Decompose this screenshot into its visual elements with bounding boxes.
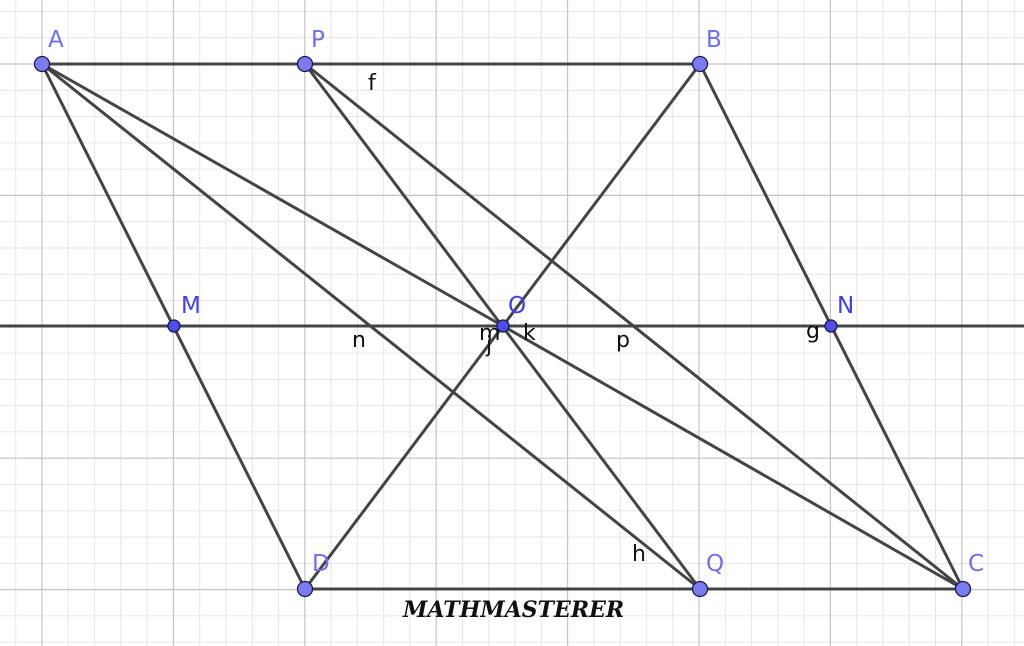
segment-aq[interactable]: [40, 62, 702, 591]
segment-oc[interactable]: [501, 324, 965, 591]
segment-label-h: h: [632, 542, 646, 567]
segment-ao[interactable]: [40, 62, 505, 328]
watermark-text: MATHMASTERER: [402, 597, 624, 623]
point-label-n: N: [837, 293, 854, 319]
point-labels: A P B M O N D Q C: [48, 27, 984, 577]
segment-label-n: n: [352, 328, 366, 353]
point-d[interactable]: [296, 580, 314, 598]
segment-label-g: g: [806, 319, 820, 344]
segment-labels: f n m j k p g h: [352, 71, 820, 567]
point-label-m: M: [181, 293, 201, 319]
points: [33, 55, 972, 598]
point-b[interactable]: [691, 55, 709, 73]
point-label-d: D: [312, 551, 330, 577]
point-label-q: Q: [706, 551, 724, 577]
point-c[interactable]: [954, 580, 972, 598]
point-a[interactable]: [33, 55, 51, 73]
segment-label-p: p: [616, 328, 630, 353]
segment-label-m: m: [479, 321, 500, 346]
point-n[interactable]: [824, 319, 838, 333]
segment-label-f: f: [368, 71, 377, 96]
point-o[interactable]: [496, 319, 510, 333]
point-m[interactable]: [167, 319, 181, 333]
segment-pc[interactable]: [303, 62, 965, 591]
point-label-b: B: [706, 27, 722, 53]
point-label-c: C: [968, 551, 984, 577]
point-q[interactable]: [691, 580, 709, 598]
point-p[interactable]: [296, 55, 314, 73]
segment-label-j: j: [485, 333, 492, 358]
point-label-a: A: [48, 27, 64, 53]
point-label-o: O: [508, 293, 526, 319]
segment-label-k: k: [523, 321, 536, 346]
point-label-p: P: [311, 27, 325, 53]
